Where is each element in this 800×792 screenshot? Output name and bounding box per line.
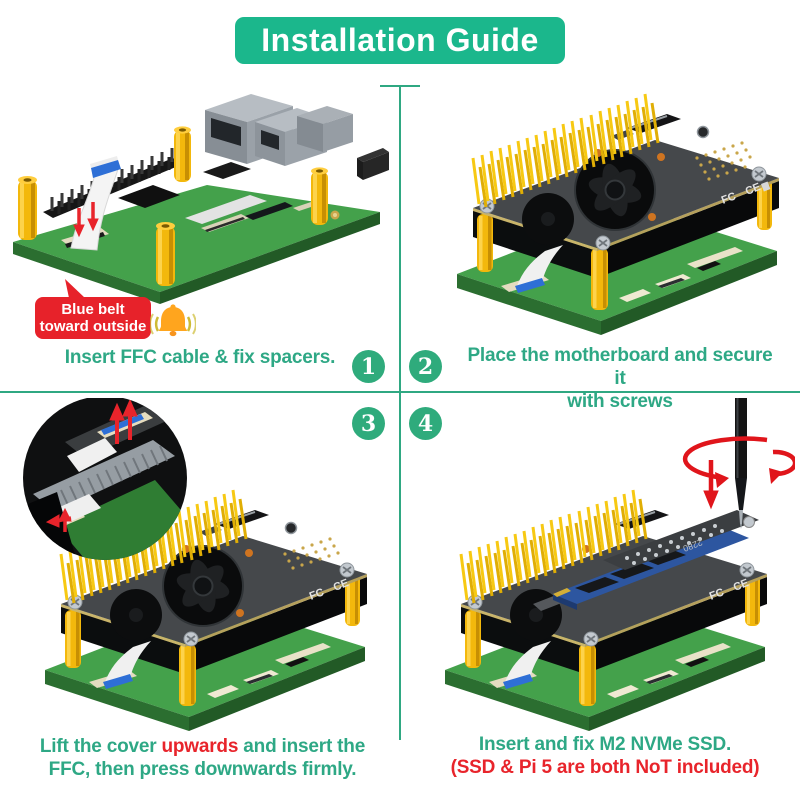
step-3-caption-line2: FFC, then press downwards firmly.: [48, 759, 357, 780]
fan: [522, 149, 656, 245]
magnifier-inset: [23, 398, 187, 560]
step-3-caption: Lift the cover upwards and insert the FF…: [15, 735, 390, 781]
step-3-number: 3: [360, 410, 377, 437]
board-gap-shadow-right: [597, 181, 779, 278]
ssd-cover-plate: 2280: [603, 510, 759, 570]
screwdriver-icon: [735, 398, 747, 529]
divider-top-cap: [380, 85, 420, 87]
step-2-caption: Place the motherboard and secure it with…: [460, 344, 780, 413]
banner-title: Installation Guide: [235, 17, 565, 64]
step-4-caption: Insert and fix M2 NVMe SSD. (SSD & Pi 5 …: [415, 733, 795, 779]
photo-step-3-ffc-inserted: FC CE: [23, 398, 367, 731]
certification-marks: FC CE: [720, 181, 771, 207]
usb-ethernet-ports: [205, 94, 389, 180]
step-3-badge: 3: [352, 407, 385, 440]
ffc-cable: [501, 245, 563, 293]
yellow-standoffs: [477, 178, 772, 310]
callout-line1: Blue belt: [61, 301, 125, 318]
ssd-board: [533, 528, 749, 611]
assembled-stack: FC CE: [45, 489, 367, 731]
callout-tail: [65, 279, 85, 298]
yellow-standoffs: [18, 126, 328, 286]
callout-line2: toward outside: [39, 318, 147, 335]
step-3-caption-pre: Lift the cover: [39, 736, 162, 757]
rotation-arrows: [682, 436, 795, 488]
step-1-badge: 1: [352, 350, 385, 383]
svg-text:FC: FC: [308, 586, 326, 602]
step-2-badge: 2: [409, 350, 442, 383]
press-down-arrow: [703, 460, 719, 510]
svg-text:FC: FC: [708, 586, 726, 602]
step-3-caption-post: and insert the: [238, 736, 366, 757]
gpio-pins: [471, 93, 660, 208]
svg-text:CE: CE: [732, 577, 751, 594]
step-4-number: 4: [417, 410, 434, 437]
svg-text:CE: CE: [744, 181, 763, 198]
step-1-caption: Insert FFC cable & fix spacers.: [64, 347, 336, 368]
solder-dot-grid: [695, 141, 752, 181]
front-connectors: [201, 202, 317, 232]
step-2-number: 2: [417, 353, 434, 380]
photo-step-4-ssd-install: FC CE 2280: [445, 398, 795, 731]
pi-board: [13, 185, 380, 304]
board-gap-shadow-left: [473, 210, 597, 278]
bell-icon: [150, 304, 196, 337]
svg-text:CE: CE: [332, 577, 351, 594]
step-4-caption-note: (SSD & Pi 5 are both NoT included): [450, 757, 760, 778]
step-4-badge: 4: [409, 407, 442, 440]
step-4-caption-line1: Insert and fix M2 NVMe SSD.: [478, 734, 732, 755]
step-1-number: 1: [360, 353, 377, 380]
insert-down-arrows: [73, 202, 99, 238]
svg-text:FC: FC: [720, 190, 738, 206]
soc-chips: [118, 162, 267, 224]
photo-step-2-hat-mounted: FC CE: [457, 93, 779, 335]
front-ports: [619, 247, 743, 302]
callout-bubble: Blue belt toward outside: [35, 279, 151, 339]
corner-screws: [479, 166, 767, 251]
divider-vertical: [399, 85, 401, 740]
step-3-caption-highlight: upwards: [161, 736, 239, 757]
fan-screw-pads: [594, 149, 665, 221]
lift-up-arrows: [45, 398, 138, 532]
photo-step-1-pi-with-spacers: [13, 94, 389, 304]
step-2-caption-line1: Place the motherboard and secure it: [467, 345, 773, 389]
assembled-stack: FC CE: [445, 489, 767, 731]
step-2-caption-line2: with screws: [567, 391, 673, 412]
